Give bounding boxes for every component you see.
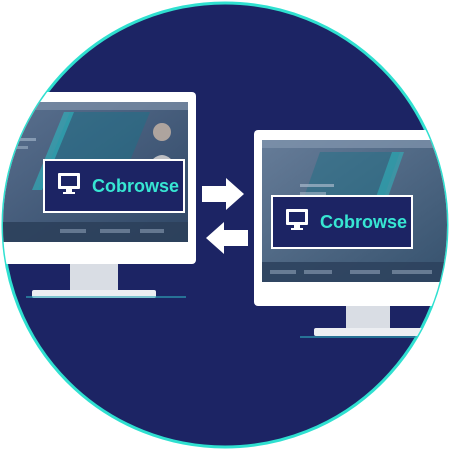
monitor-icon (286, 209, 308, 230)
right-screen-footer-item (304, 270, 332, 274)
right-screen-footer-item (392, 270, 432, 274)
monitor-icon (58, 173, 80, 194)
left-screen-footer-item (60, 229, 86, 233)
right-monitor-base (314, 328, 424, 336)
right-screen-navbar (262, 140, 447, 148)
left-monitor-shadow (26, 296, 186, 298)
arrow-right-icon (202, 178, 244, 210)
right-screen-text-line (300, 184, 334, 187)
left-screen-footer-item (100, 229, 130, 233)
left-screen-footer (3, 222, 188, 242)
right-monitor: Cobrowse (254, 130, 447, 338)
left-screen-navbar (3, 102, 188, 110)
right-screen-text-line (300, 192, 326, 195)
right-screen-footer-item (350, 270, 380, 274)
right-cobrowse-badge: Cobrowse (271, 195, 413, 249)
left-screen-footer-item (140, 229, 164, 233)
arrow-left-icon (206, 222, 248, 254)
left-screen-accent-stripe (32, 112, 74, 190)
left-monitor-neck (70, 264, 118, 294)
right-monitor-neck (346, 304, 390, 332)
left-cobrowse-label: Cobrowse (92, 176, 179, 196)
right-cobrowse-label: Cobrowse (320, 212, 407, 232)
left-screen-person-head (153, 123, 171, 141)
right-monitor-shadow (300, 336, 440, 338)
left-monitor: Cobrowse (3, 92, 196, 298)
right-screen-footer-item (270, 270, 296, 274)
left-screen-text-line (3, 138, 36, 141)
left-screen-text-line (3, 146, 28, 149)
left-cobrowse-badge: Cobrowse (43, 159, 185, 213)
